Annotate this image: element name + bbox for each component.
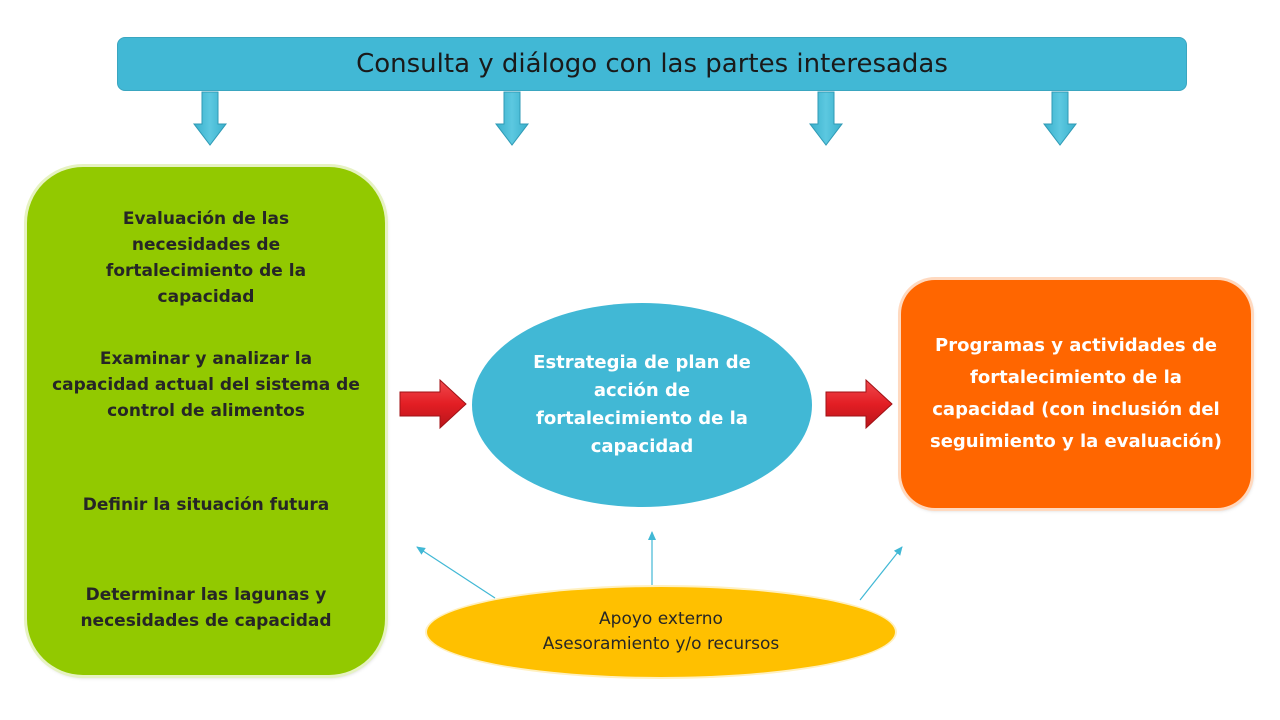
support-line-left	[416, 546, 496, 599]
down-arrow-1	[192, 91, 228, 146]
support-line-2: Asesoramiento y/o recursos	[542, 634, 780, 654]
down-arrow-2	[494, 91, 530, 146]
programs-label: Programas y actividades de fortalecimien…	[929, 335, 1223, 452]
gaps-needs-text: Determinar las lagunas y necesidades de …	[80, 585, 332, 631]
strategy-label: Estrategia de plan de acción de fortalec…	[533, 352, 751, 457]
down-arrow-4	[1042, 91, 1078, 146]
programs-box: Programas y actividades de fortalecimien…	[901, 280, 1251, 508]
support-line-right	[859, 546, 903, 601]
needs-assessment-title: Evaluación de las necesidades de fortale…	[105, 209, 307, 307]
banner-title: Consulta y diálogo con las partes intere…	[356, 49, 948, 79]
needs-assessment-box	[27, 167, 385, 675]
external-support-ellipse: Apoyo externo Asesoramiento y/o recursos	[427, 587, 895, 677]
future-situation-text: Definir la situación futura	[82, 495, 330, 515]
down-arrow-3	[808, 91, 844, 146]
strategy-ellipse: Estrategia de plan de acción de fortalec…	[472, 303, 812, 507]
red-arrow-right	[825, 378, 893, 430]
analyze-capacity-text: Examinar y analizar la capacidad actual …	[52, 349, 360, 421]
support-line-1: Apoyo externo	[599, 609, 723, 629]
stakeholder-banner: Consulta y diálogo con las partes intere…	[117, 37, 1187, 91]
red-arrow-left	[399, 378, 467, 430]
